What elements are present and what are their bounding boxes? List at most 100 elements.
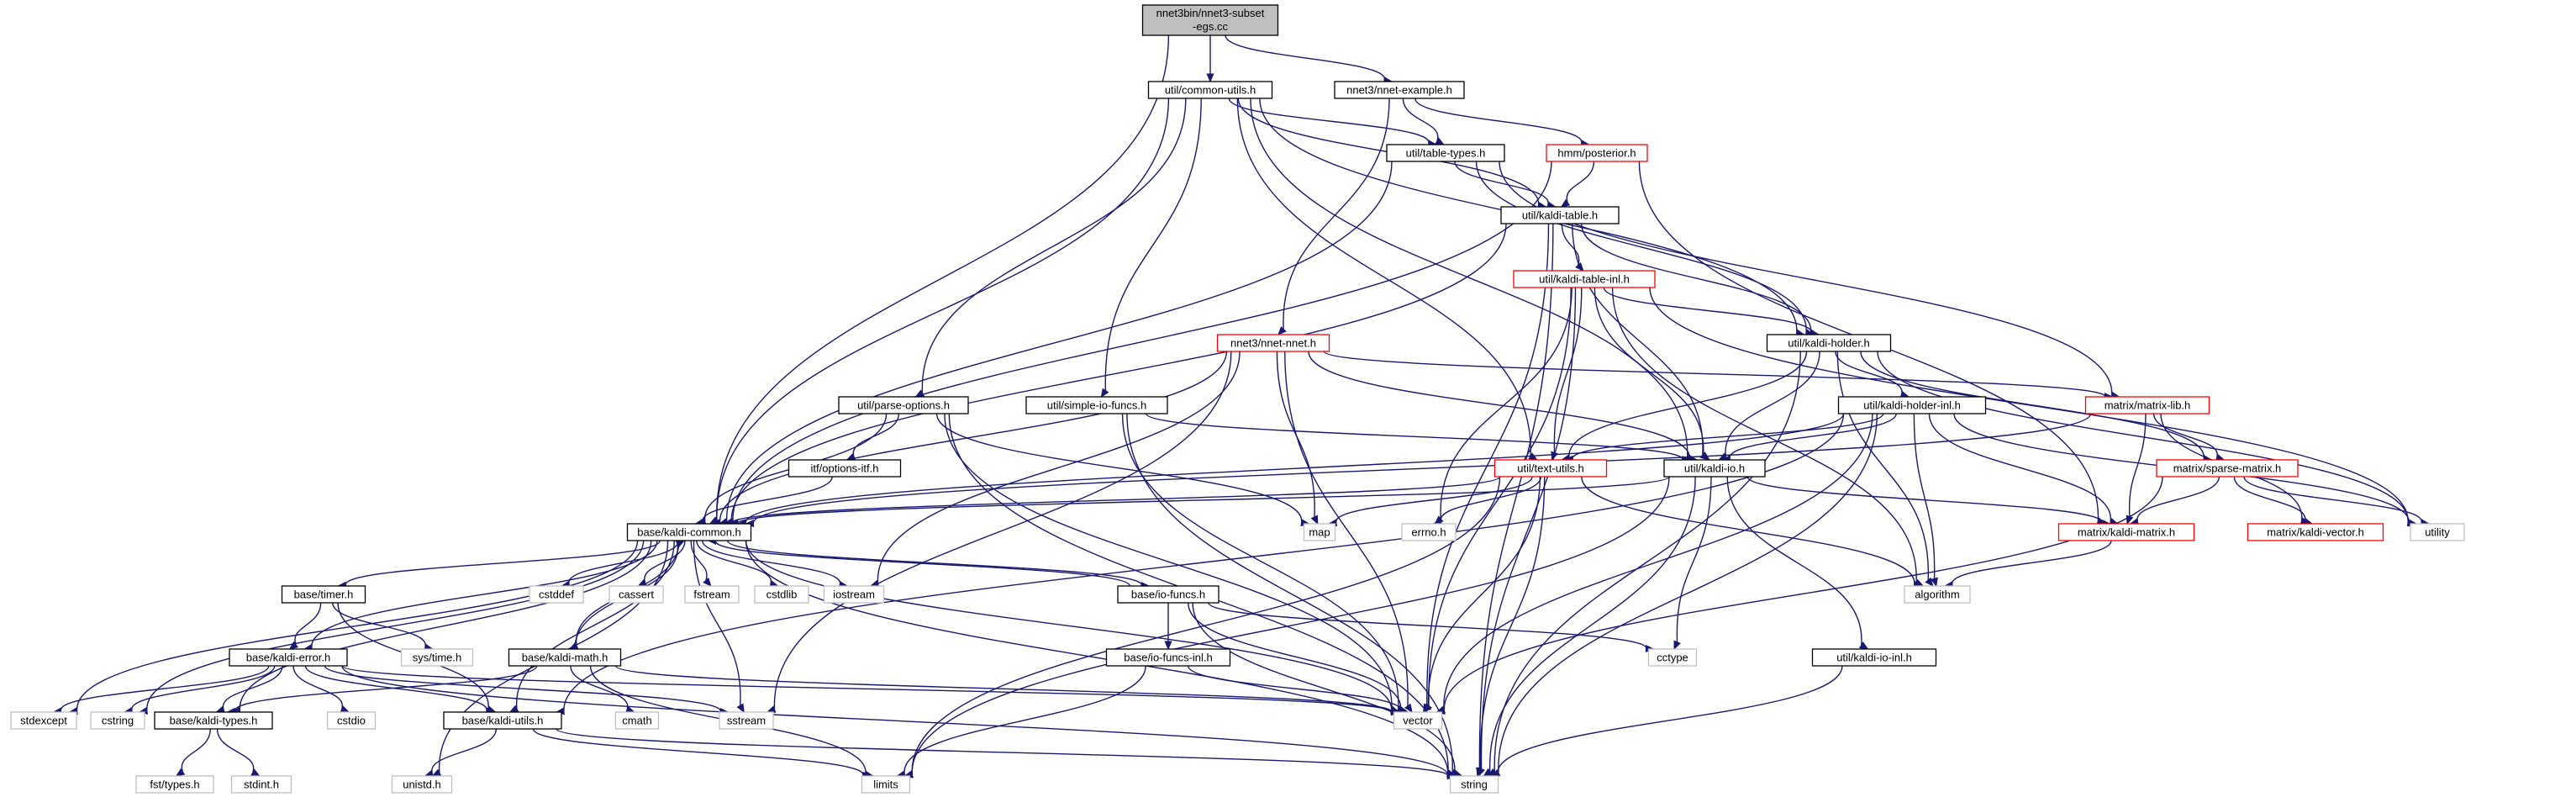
node-box: [788, 459, 902, 478]
node-box: [529, 585, 584, 604]
node-box: [2057, 523, 2195, 541]
node-table-types[interactable]: util/table-types.h: [1386, 144, 1505, 162]
node-box: [230, 775, 292, 794]
edge-matrix_lib-to-sparse_matrix: [2152, 413, 2226, 462]
node-common-utils[interactable]: util/common-utils.h: [1147, 81, 1273, 99]
node-kaldi-table-inl[interactable]: util/kaldi-table-inl.h: [1513, 270, 1656, 288]
node-nnet-nnet[interactable]: nnet3/nnet-nnet.h: [1216, 334, 1330, 352]
node-label: itf/options-itf.h: [811, 462, 879, 475]
node-kaldi-io-inl[interactable]: util/kaldi-io-inl.h: [1811, 648, 1937, 667]
node-unistd: unistd.h: [391, 775, 453, 794]
node-text-utils[interactable]: util/text-utils.h: [1493, 459, 1608, 478]
node-label: sstream: [727, 715, 766, 727]
node-kaldi-matrix[interactable]: matrix/kaldi-matrix.h: [2057, 523, 2195, 541]
node-cctype: cctype: [1647, 648, 1698, 667]
node-label: base/kaldi-types.h: [170, 715, 258, 727]
node-box: [229, 648, 348, 667]
node-posterior[interactable]: hmm/posterior.h: [1546, 144, 1648, 162]
edge-nnet_nnet-to-matrix_lib: [1323, 351, 2114, 401]
node-box: [1216, 334, 1330, 352]
node-label: nnet3bin/nnet3-subset: [1156, 7, 1265, 19]
node-root[interactable]: nnet3bin/nnet3-subset-egs.cc: [1141, 4, 1279, 36]
node-box: [135, 775, 214, 794]
node-kaldi-holder[interactable]: util/kaldi-holder.h: [1766, 334, 1892, 352]
node-label: base/timer.h: [294, 589, 354, 601]
node-kaldi-io[interactable]: util/kaldi-io.h: [1663, 459, 1766, 478]
node-kaldi-utils[interactable]: base/kaldi-utils.h: [443, 711, 562, 730]
edge-io_funcs-to-io_funcs_inl: [1164, 603, 1172, 651]
node-label: util/text-utils.h: [1517, 462, 1583, 475]
node-box: [281, 585, 366, 604]
edge-io_funcs-to-string: [1192, 602, 1463, 778]
node-options-itf[interactable]: itf/options-itf.h: [788, 459, 902, 478]
node-label: util/kaldi-io-inl.h: [1836, 652, 1912, 664]
node-label: nnet3/nnet-example.h: [1346, 84, 1452, 97]
node-box: [1449, 775, 1499, 794]
node-sys-time: sys/time.h: [400, 648, 474, 667]
node-nnet-example[interactable]: nnet3/nnet-example.h: [1334, 81, 1465, 99]
node-box: [754, 585, 809, 604]
edge-kaldi_common-to-iostream: [701, 540, 849, 589]
node-kaldi-common[interactable]: base/kaldi-common.h: [626, 523, 752, 541]
node-label: matrix/matrix-lib.h: [2105, 399, 2191, 412]
node-label: cmath: [622, 715, 651, 727]
edge-kaldi_error-to-kaldi_utils: [304, 665, 496, 715]
edge-sparse_matrix-to-kaldi_matrix: [2129, 476, 2220, 525]
node-label: base/kaldi-error.h: [246, 652, 330, 664]
node-box: [443, 711, 562, 730]
node-label: unistd.h: [403, 779, 441, 791]
node-label: hmm/posterior.h: [1557, 147, 1636, 160]
node-box: [684, 585, 740, 604]
node-box: [391, 775, 453, 794]
node-box: [1513, 270, 1656, 288]
node-box: [1546, 144, 1648, 162]
node-label: cstring: [102, 715, 134, 727]
edge-kaldi_table_inl-to-kaldi_holder: [1603, 287, 1820, 338]
node-label: cstddef: [539, 589, 574, 601]
node-timer[interactable]: base/timer.h: [281, 585, 366, 604]
node-box: [2410, 523, 2465, 541]
node-sparse-matrix[interactable]: matrix/sparse-matrix.h: [2156, 459, 2299, 478]
node-label: matrix/sparse-matrix.h: [2173, 462, 2282, 475]
node-kaldi-error[interactable]: base/kaldi-error.h: [229, 648, 348, 667]
node-vector: vector: [1393, 711, 1443, 730]
node-stdint: stdint.h: [230, 775, 292, 794]
node-io-funcs[interactable]: base/io-funcs.h: [1117, 585, 1220, 604]
node-box: [614, 711, 660, 730]
edge-parse_options-to-map: [935, 413, 1310, 527]
edge-kaldi_io-to-cctype: [1673, 476, 1712, 651]
node-matrix-lib[interactable]: matrix/matrix-lib.h: [2084, 396, 2210, 414]
node-kaldi-holder-inl[interactable]: util/kaldi-holder-inl.h: [1837, 396, 1987, 414]
node-box: [400, 648, 474, 667]
edge-kaldi_table_inl-to-string: [1478, 287, 1577, 778]
node-box: [154, 711, 273, 730]
node-simple-io[interactable]: util/simple-io-funcs.h: [1025, 396, 1168, 414]
node-box: [1105, 648, 1231, 667]
node-label: util/common-utils.h: [1165, 84, 1256, 97]
node-box: [1766, 334, 1892, 352]
edge-kaldi_utils-to-limits: [532, 728, 872, 779]
node-label: util/kaldi-holder-inl.h: [1863, 399, 1961, 412]
node-map: map: [1303, 523, 1336, 541]
node-box: [90, 711, 145, 730]
node-label: base/kaldi-common.h: [637, 526, 741, 539]
edge-io_funcs_inl-to-limits: [896, 665, 1146, 779]
node-kaldi-math[interactable]: base/kaldi-math.h: [508, 648, 622, 667]
node-label: map: [1309, 526, 1330, 539]
node-cassert: cassert: [608, 585, 664, 604]
node-box: [1663, 459, 1766, 478]
edge-kaldi_holder-to-kaldi_io: [1718, 351, 1820, 461]
node-io-funcs-inl[interactable]: base/io-funcs-inl.h: [1105, 648, 1231, 667]
node-kaldi-types[interactable]: base/kaldi-types.h: [154, 711, 273, 730]
node-label: cctype: [1657, 652, 1688, 664]
node-kaldi-vector[interactable]: matrix/kaldi-vector.h: [2247, 523, 2384, 541]
node-kaldi-table[interactable]: util/kaldi-table.h: [1500, 206, 1620, 224]
edge-matrix_lib-to-kaldi_matrix: [2126, 413, 2147, 525]
node-parse-options[interactable]: util/parse-options.h: [838, 396, 969, 414]
node-label: stdexcept: [20, 715, 67, 727]
node-label: -egs.cc: [1193, 20, 1228, 33]
edge-kaldi_holder_inl-to-algorithm: [1913, 413, 1938, 588]
node-label: fstream: [693, 589, 730, 601]
edge-common_utils-to-kaldi_common: [709, 98, 1170, 525]
